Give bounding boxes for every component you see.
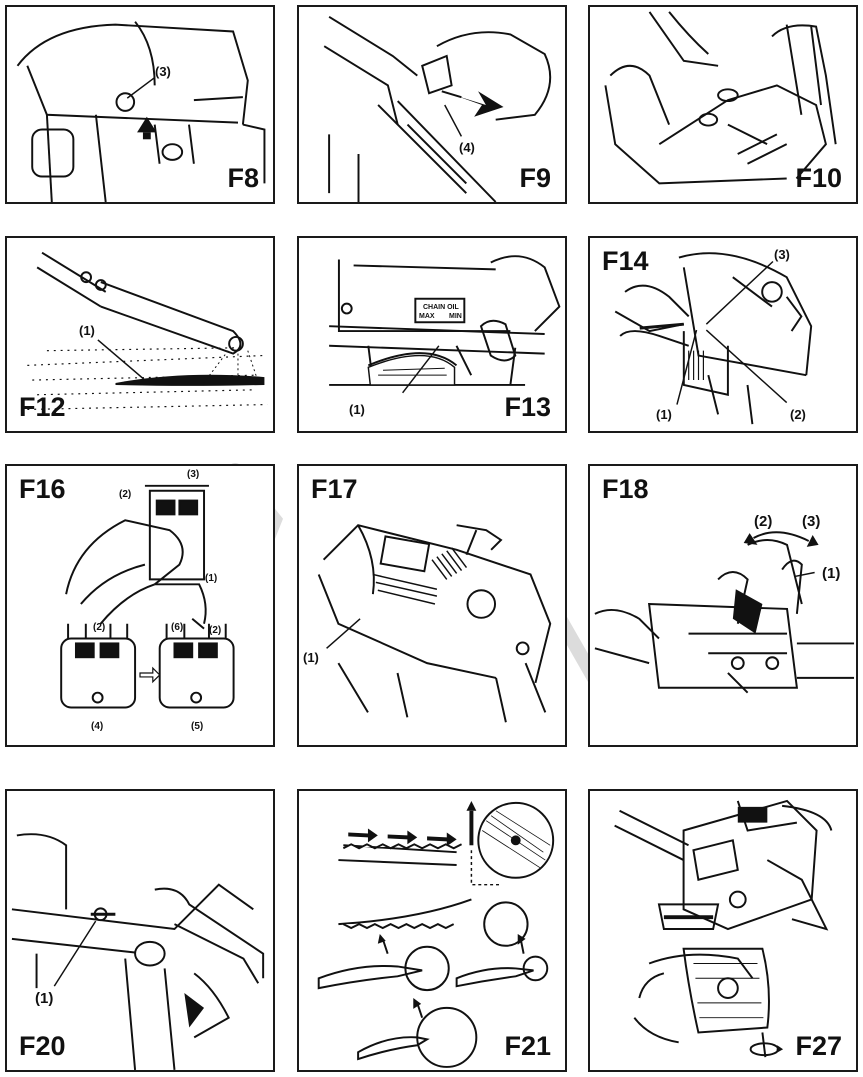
f9-callout-4: (4) <box>459 140 475 155</box>
f18-chain-brake-drawing <box>594 531 855 694</box>
f16-callout-4: (4) <box>91 721 104 732</box>
f17-callout-1: (1) <box>303 650 319 665</box>
f13-oil-label-min: MIN <box>449 313 462 320</box>
figure-label-f13: F13 <box>504 392 551 422</box>
f20-brake-lever-drawing <box>11 833 265 1070</box>
f16-air-filter-drawing <box>60 484 235 709</box>
f14-callout-1: (1) <box>656 407 672 422</box>
figure-f27: F27 <box>588 789 858 1072</box>
f12-chain-oil-spray-drawing <box>27 251 268 411</box>
f14-callout-3: (3) <box>774 247 790 262</box>
f21-chain-sharpening-drawing <box>317 800 555 1068</box>
f14-oil-pump-adjust-drawing <box>614 252 813 425</box>
figure-f12: (1) F12 <box>5 236 275 433</box>
f13-callout-1: (1) <box>349 402 365 417</box>
f18-callout-1: (1) <box>822 565 841 582</box>
figure-label-f18: F18 <box>602 474 649 504</box>
f16-callout-1: (1) <box>205 573 218 584</box>
f16-callout-6: (6) <box>171 622 184 633</box>
f18-callout-2: (2) <box>754 513 773 530</box>
figure-label-f20: F20 <box>19 1031 66 1061</box>
f16-callout-2c: (2) <box>209 625 222 636</box>
figure-f20: (1) F20 <box>5 789 275 1072</box>
f13-oil-window-drawing <box>329 255 561 394</box>
figure-f17: F17 (1) <box>297 464 567 747</box>
figure-label-f9: F9 <box>519 163 551 193</box>
figure-f21: F21 <box>297 789 567 1072</box>
figure-label-f10: F10 <box>795 163 842 193</box>
f10-chainsaw-handle-drawing <box>604 11 837 185</box>
f8-callout-3: (3) <box>155 64 171 79</box>
f16-callout-2a: (2) <box>119 489 132 500</box>
figure-label-f14: F14 <box>602 246 649 276</box>
f14-callout-2: (2) <box>790 407 806 422</box>
f16-callout-5: (5) <box>191 721 204 732</box>
f16-callout-2b: (2) <box>93 622 106 633</box>
figure-f18: F18 (2) (3) (1) <box>588 464 858 747</box>
f13-oil-label-line1: CHAIN OIL <box>423 304 459 311</box>
figure-label-f21: F21 <box>504 1031 551 1061</box>
figure-label-f8: F8 <box>227 163 259 193</box>
f17-engine-cover-drawing <box>317 524 552 723</box>
f20-callout-1: (1) <box>35 990 54 1007</box>
figure-f10: F10 <box>588 5 858 204</box>
f9-latch-drawing <box>323 15 552 202</box>
f13-oil-label-max: MAX <box>419 313 435 320</box>
f16-callout-3: (3) <box>187 469 200 480</box>
figure-f14: F14 (3) (1) (2) <box>588 236 858 433</box>
figure-label-f17: F17 <box>311 474 358 504</box>
figure-f8: (3) F8 <box>5 5 275 204</box>
f18-callout-3: (3) <box>802 513 821 530</box>
f27-spark-plug-and-filter-drawing <box>614 799 833 1058</box>
f8-air-filter-cover-drawing <box>16 21 266 202</box>
figure-label-f16: F16 <box>19 474 66 504</box>
f12-callout-1: (1) <box>79 323 95 338</box>
figure-f13: CHAIN OIL MAX MIN (1) F13 <box>297 236 567 433</box>
figure-label-f27: F27 <box>795 1031 842 1061</box>
figure-f9: (4) F9 <box>297 5 567 204</box>
figure-label-f12: F12 <box>19 392 66 422</box>
figure-f16: F16 (3) (2) (1) (2) (6) (2) (4) (5) <box>5 464 275 747</box>
